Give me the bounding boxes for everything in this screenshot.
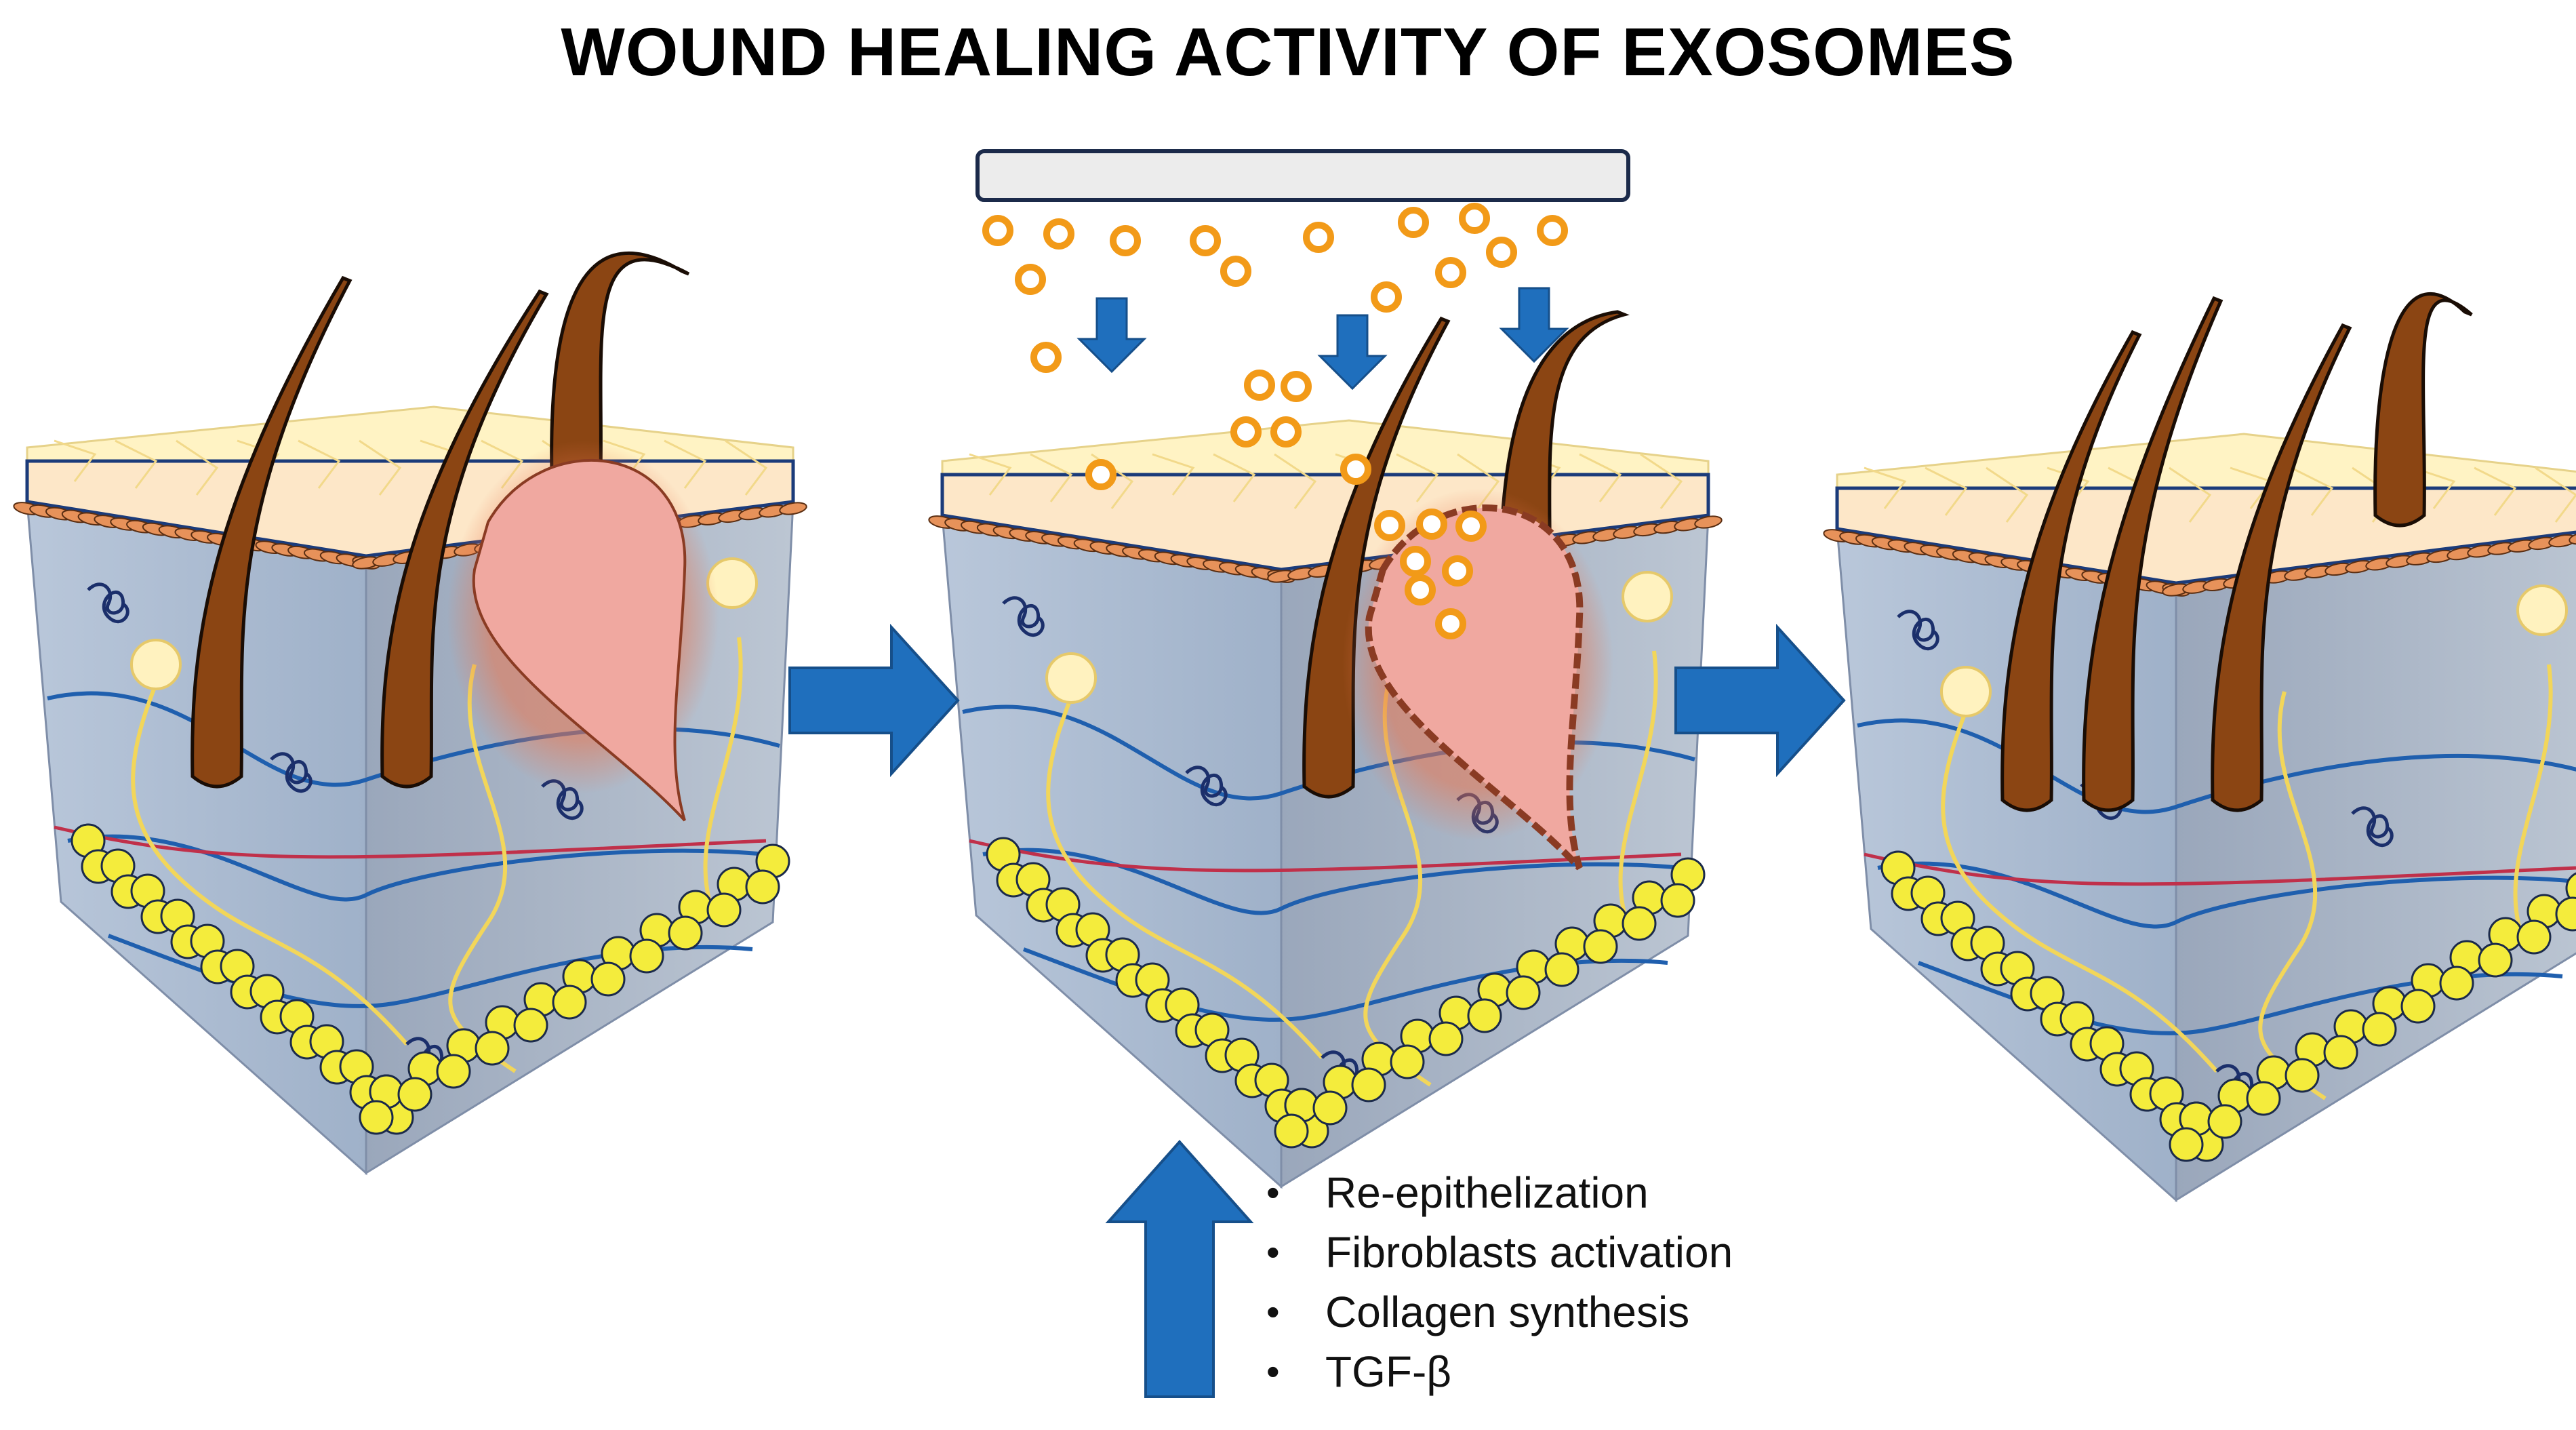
down-arrow-icon (1499, 287, 1569, 363)
exosome-particle (1442, 555, 1473, 587)
nerve-fibers (131, 637, 743, 1073)
effects-list: •Re-epithelization •Fibroblasts activati… (1261, 1163, 1733, 1402)
exosome-particle (1244, 370, 1275, 401)
exosome-particle (1405, 574, 1436, 605)
exosome-particle (1110, 225, 1141, 256)
adipose-layer (1880, 850, 2576, 1162)
exosome-particle (1374, 510, 1405, 541)
stage-exosome-treatment (928, 310, 1723, 1189)
wound-dressing (975, 149, 1630, 202)
effect-item: •Re-epithelization (1266, 1168, 1649, 1217)
exosome-particle (1398, 207, 1429, 238)
exosome-particle (1030, 342, 1062, 373)
exosome-particle (1220, 256, 1251, 287)
exosome-particle (1015, 264, 1046, 295)
effect-label: TGF-β (1325, 1347, 1452, 1396)
exosome-particle (1340, 454, 1371, 485)
exosome-particle (1400, 546, 1431, 577)
sebaceous-glands (1940, 584, 2568, 717)
stage-healed-skin (1823, 292, 2576, 1203)
exosome-particle (1455, 511, 1487, 542)
wound (472, 459, 687, 822)
effect-label: Collagen synthesis (1325, 1288, 1690, 1336)
sebaceous-glands (1045, 571, 1673, 704)
sebaceous-glands (130, 557, 758, 690)
epidermis-top (941, 419, 1710, 483)
effect-label: Fibroblasts activation (1325, 1228, 1733, 1277)
exosome-particle (1230, 416, 1262, 448)
nerve-fibers (1941, 664, 2553, 1100)
exosome-particle (1043, 218, 1074, 250)
exosome-particle (1190, 225, 1221, 256)
down-arrow-icon (1317, 314, 1388, 391)
right-arrow-icon (1674, 623, 1846, 778)
exosome-particle (1435, 257, 1466, 288)
exosome-particle (1537, 215, 1568, 246)
exosome-particle (1416, 509, 1447, 540)
exosome-particles (982, 203, 1568, 639)
exosome-particle (982, 215, 1013, 246)
hair-follicles (2000, 292, 2473, 812)
effect-item: •TGF-β (1266, 1347, 1452, 1396)
epidermis-top (1836, 433, 2576, 496)
right-arrow-icon (788, 623, 960, 778)
adipose-layer (986, 837, 1706, 1149)
effect-item: •Fibroblasts activation (1266, 1228, 1733, 1277)
exosome-particle (1486, 237, 1517, 268)
figure-title: WOUND HEALING ACTIVITY OF EXOSOMES (561, 14, 2015, 90)
exosome-particle (1459, 203, 1490, 234)
down-arrow-icon (1076, 297, 1147, 374)
up-arrow-icon (1105, 1139, 1254, 1398)
effect-label: Re-epithelization (1325, 1168, 1649, 1217)
exosome-particle (1303, 222, 1334, 253)
stage-wounded-skin (13, 252, 807, 1176)
exosome-particle (1281, 371, 1312, 402)
exosome-particle (1085, 459, 1116, 490)
exosome-particle (1270, 416, 1302, 448)
exosome-particle (1435, 608, 1466, 639)
epidermis-top (26, 405, 794, 469)
exosome-particle (1371, 281, 1402, 313)
effect-item: •Collagen synthesis (1266, 1288, 1690, 1336)
adipose-layer (71, 823, 790, 1135)
